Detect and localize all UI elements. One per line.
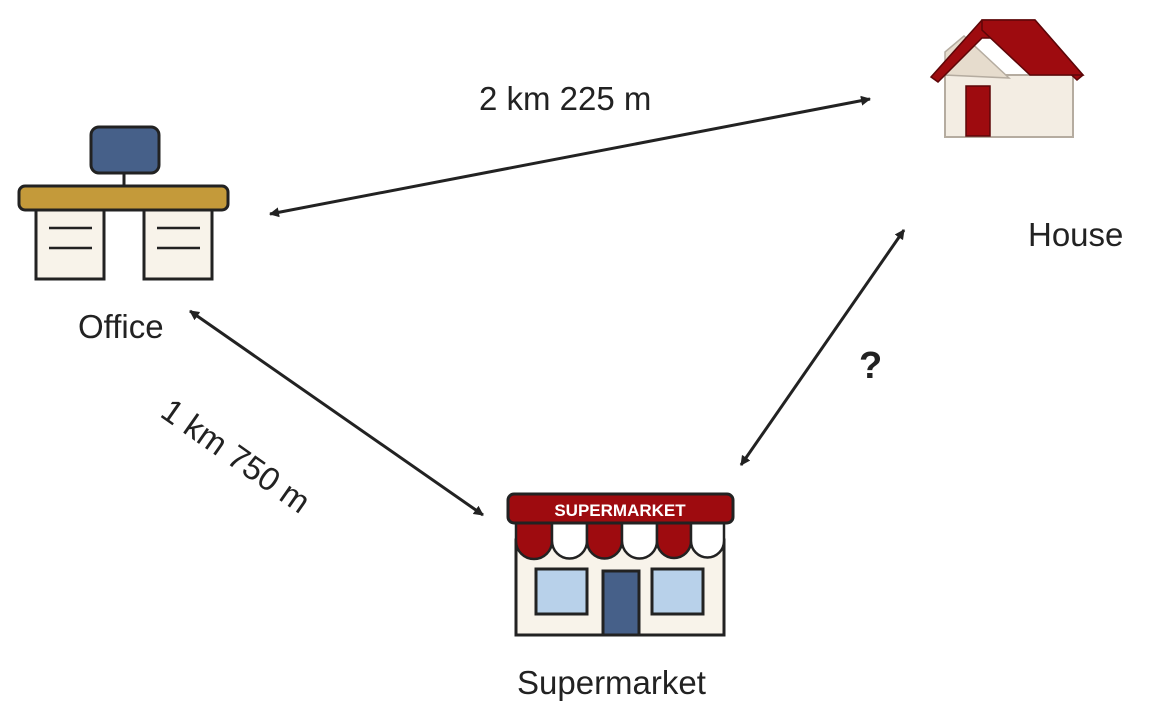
supermarket-label: Supermarket xyxy=(517,664,706,701)
supermarket-house-distance: ? xyxy=(859,345,883,387)
awning xyxy=(514,521,726,561)
office-label: Office xyxy=(78,308,164,345)
supermarket-house-arrow xyxy=(739,229,906,466)
office-supermarket-arrow xyxy=(189,309,484,517)
office-desk-icon xyxy=(17,125,230,281)
house-icon xyxy=(929,19,1085,138)
office-house-arrow xyxy=(269,95,871,218)
supermarket-sign-text: SUPERMARKET xyxy=(554,501,686,520)
supermarket-icon: SUPERMARKET xyxy=(506,492,735,637)
house-label: House xyxy=(1028,216,1124,253)
office-house-distance: 2 km 225 m xyxy=(479,80,652,117)
